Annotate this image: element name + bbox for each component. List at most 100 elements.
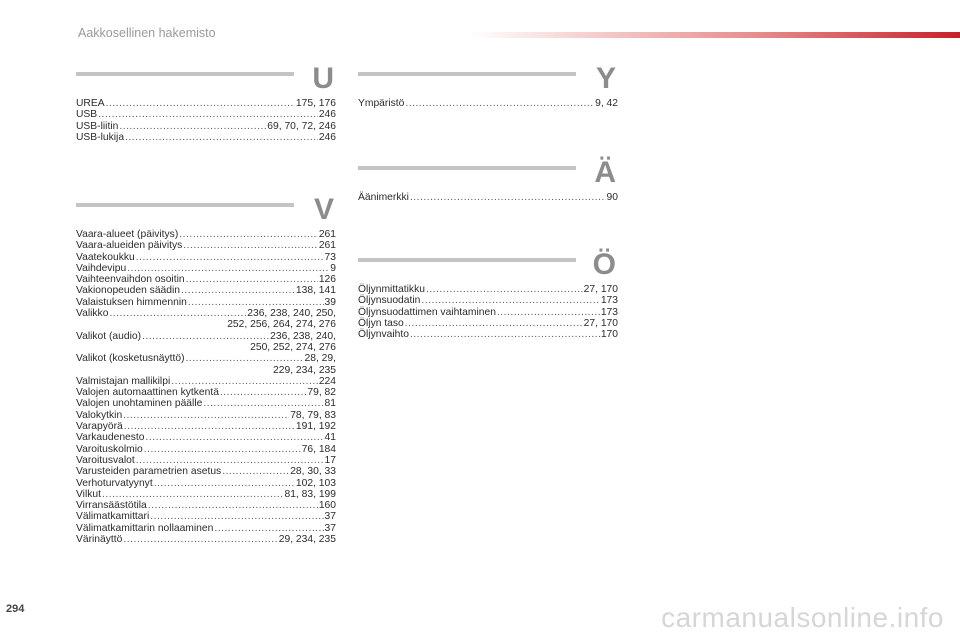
dot-leader xyxy=(125,132,318,143)
dot-leader xyxy=(124,421,295,432)
entry-pages: 76, 184 xyxy=(301,443,336,455)
dot-leader xyxy=(154,478,295,489)
dot-leader xyxy=(421,295,599,306)
index-entry: Äänimerkki90 xyxy=(358,192,618,203)
entry-pages: 79, 82 xyxy=(307,387,336,399)
section-letter: V xyxy=(313,193,334,226)
entry-term: Vaihteenvaihdon osoitin xyxy=(76,274,185,286)
entry-term: Välimatkamittari xyxy=(76,511,150,523)
entry-pages: 28, 30, 33 xyxy=(290,466,336,478)
header-accent-bar xyxy=(470,32,960,38)
section-letter: Ä xyxy=(594,156,616,189)
entry-term: Valmistajan mallikilpi xyxy=(76,375,171,387)
entry-term: Öljynsuodatin xyxy=(358,295,421,307)
dot-leader xyxy=(188,297,324,308)
section-divider xyxy=(358,258,576,262)
entry-pages-continued: 250, 252, 274, 276 xyxy=(250,341,336,353)
page-number: 294 xyxy=(6,603,25,615)
entry-term: Vaara-alueiden päivitys xyxy=(76,240,183,252)
index-entry: USB-lukija 246 xyxy=(76,132,336,143)
dot-leader xyxy=(150,511,323,522)
entry-term: Vaatekoukku xyxy=(76,251,135,263)
entry-term: Varoitusvalot xyxy=(76,454,135,466)
index-entry: USB-liitin 69, 70, 72, 246 xyxy=(76,121,336,132)
entry-term: Varapyörä xyxy=(76,421,123,433)
section-header: U xyxy=(76,64,336,98)
entry-pages: 69, 70, 72, 246 xyxy=(267,120,336,132)
index-entry: Valaistuksen himmennin39 xyxy=(76,297,336,308)
dot-leader xyxy=(179,229,318,240)
entry-term: Öljynmittatikku xyxy=(358,284,425,295)
index-entry: Virransäästötila160 xyxy=(76,500,336,511)
entry-term: Öljyn taso xyxy=(358,317,404,329)
index-entry: Varoitusvalot 17 xyxy=(76,455,336,466)
entry-term: Varkaudenesto xyxy=(76,432,145,444)
entry-pages: 236, 238, 240, xyxy=(270,330,336,342)
dot-leader xyxy=(106,98,295,109)
section-header: Ö xyxy=(358,250,618,284)
entry-pages: 173 xyxy=(600,306,618,318)
entry-term: Öljynvaihto xyxy=(358,329,409,341)
index-section-u: U UREA175, 176USB246USB-liitin69, 70, 72… xyxy=(76,64,336,143)
entry-pages: 224 xyxy=(318,375,336,387)
section-divider xyxy=(358,72,576,76)
entry-pages-continued: 229, 234, 235 xyxy=(273,364,336,376)
dot-leader xyxy=(214,523,323,534)
dot-leader xyxy=(127,263,329,274)
entry-pages: 37 xyxy=(324,511,336,523)
entry-term: Värinäyttö xyxy=(76,534,123,546)
entry-term: Varoituskolmio xyxy=(76,443,143,455)
dot-leader xyxy=(142,331,269,342)
watermark: carmanualsonline.info xyxy=(661,602,944,633)
index-entry: Valikot (kosketusnäyttö)28, 29, xyxy=(76,353,336,364)
entry-term: Vilkut xyxy=(76,488,101,500)
entry-pages: 246 xyxy=(318,131,336,143)
entry-term: Ympäristö xyxy=(358,98,405,109)
dot-leader xyxy=(136,252,324,263)
index-entry: Valmistajan mallikilpi 224 xyxy=(76,376,336,387)
entry-pages: 29, 234, 235 xyxy=(278,534,336,546)
section-divider xyxy=(76,203,294,207)
section-letter: U xyxy=(312,62,334,95)
section-divider xyxy=(358,166,576,170)
dot-leader xyxy=(109,308,246,319)
index-entry: Vaatekoukku73 xyxy=(76,252,336,263)
index-entry: Öljynvaihto170 xyxy=(358,329,618,340)
entry-list: Ympäristö 9, 42 xyxy=(358,98,618,109)
dot-leader xyxy=(102,489,283,500)
entry-pages: 9 xyxy=(330,262,336,274)
entry-pages: 17 xyxy=(324,454,336,466)
section-divider xyxy=(76,72,294,76)
entry-list: Vaara-alueet (päivitys) 261 Vaara-alueiden… xyxy=(76,229,336,545)
dot-leader xyxy=(222,466,289,477)
entry-term: Valojen unohtaminen päälle xyxy=(76,398,203,410)
index-entry: Ympäristö 9, 42 xyxy=(358,98,618,109)
entry-pages-continued: 252, 256, 264, 274, 276 xyxy=(227,319,336,331)
entry-term: USB-liitin xyxy=(76,120,119,132)
index-entry: Valokytkin78, 79, 83 xyxy=(76,410,336,421)
entry-pages: 81, 83, 199 xyxy=(284,488,336,500)
entry-term: Valojen automaattinen kytkentä xyxy=(76,387,219,399)
entry-term: Verhoturvatyynyt xyxy=(76,477,153,489)
index-entry: Öljynmittatikku27, 170 xyxy=(358,284,618,295)
dot-leader xyxy=(186,353,304,364)
index-entry: Välimatkamittari 37 xyxy=(76,511,336,522)
index-entry: Varkaudenesto41 xyxy=(76,432,336,443)
entry-pages: 126 xyxy=(318,274,336,286)
entry-pages: 9, 42 xyxy=(595,98,618,109)
entry-pages: 102, 103 xyxy=(295,477,336,489)
entry-term: USB-lukija xyxy=(76,131,125,143)
index-entry: Vakionopeuden säädin138, 141 xyxy=(76,285,336,296)
entry-term: Vaara-alueet (päivitys) xyxy=(76,229,179,240)
entry-list: Öljynmittatikku27, 170Öljynsuodatin173Öl… xyxy=(358,284,618,340)
entry-pages: 39 xyxy=(324,296,336,308)
entry-pages: 261 xyxy=(318,240,336,252)
dot-leader xyxy=(410,192,606,203)
page-header-title: Aakkosellinen hakemisto xyxy=(78,26,216,40)
dot-leader xyxy=(144,444,301,455)
index-entry: Vaihdevipu9 xyxy=(76,263,336,274)
dot-leader xyxy=(136,455,324,466)
entry-pages: 173 xyxy=(600,295,618,307)
entry-term: Valokytkin xyxy=(76,409,123,421)
